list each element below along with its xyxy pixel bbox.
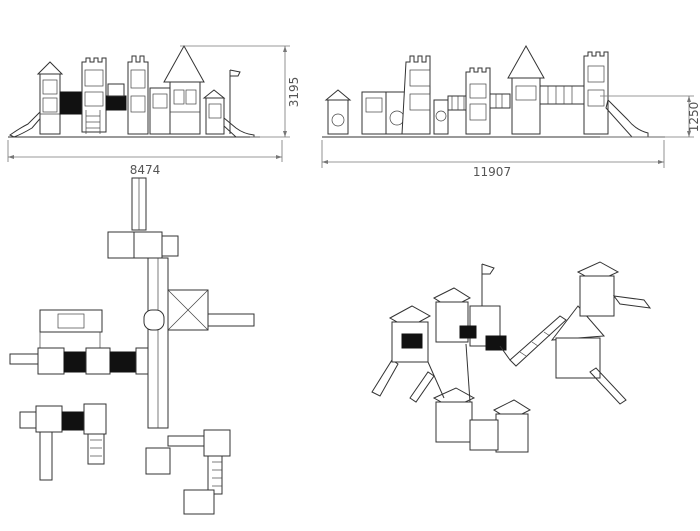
dim-right-width: 11907 — [473, 165, 511, 179]
dim-left-width: 8474 — [130, 163, 161, 177]
dim-right-height: 1250 — [687, 102, 700, 133]
elevation-right — [321, 44, 694, 168]
plan-view — [9, 177, 255, 515]
isometric-view — [371, 261, 652, 453]
elevation-left — [7, 44, 290, 162]
dim-left-height: 3195 — [287, 77, 301, 108]
